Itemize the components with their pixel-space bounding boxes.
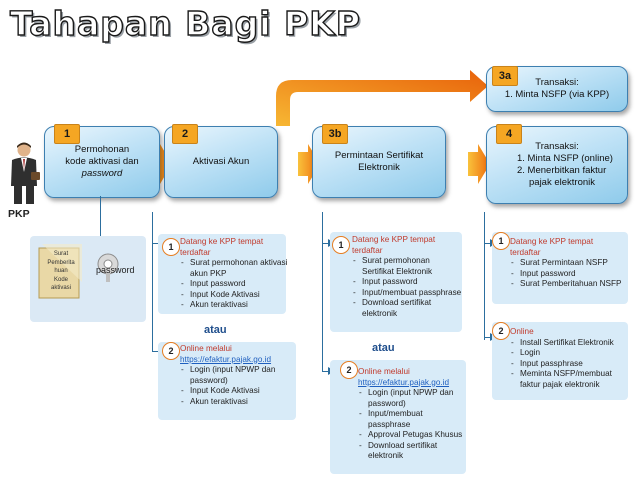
option-bullet: Login xyxy=(510,348,628,359)
step-4-line: Transaksi: xyxy=(535,141,579,152)
option-badge: 1 xyxy=(492,232,510,250)
option-bullet: Surat Pemberitahuan NSFP xyxy=(510,279,628,290)
arrow-3b-to-4 xyxy=(468,144,490,184)
connector-line xyxy=(322,371,330,372)
step-1-line: password xyxy=(81,168,123,179)
letter-line: Kode xyxy=(53,276,68,283)
atau-label: atau xyxy=(372,342,395,354)
step-2-line: Aktivasi Akun xyxy=(192,156,250,167)
step-3a-number: 3a xyxy=(492,66,518,86)
option-line: terdaftar xyxy=(352,245,383,255)
step-3b-option-1-text: Datang ke KPP tempat terdaftar Surat per… xyxy=(352,235,462,319)
option-bullet: Akun teraktivasi xyxy=(180,300,288,311)
option-bullet: Input/membuat passphrase xyxy=(352,288,462,299)
connector-line xyxy=(152,351,162,352)
step-3b-option-2-text: Online melalui https://efaktur.pajak.go.… xyxy=(358,367,466,462)
option-badge: 2 xyxy=(492,322,510,340)
option-line: Datang ke KPP tempat xyxy=(180,237,264,246)
letter-line: huan xyxy=(54,268,68,274)
option-bullet: Login (input NPWP dan password) xyxy=(180,365,296,386)
connector-line xyxy=(484,337,492,338)
connector-line xyxy=(152,243,162,244)
letter-line: Surat xyxy=(53,251,69,257)
step-4-line: 2. Menerbitkan faktur xyxy=(517,165,607,176)
letter-line: Pemberita xyxy=(47,259,75,266)
step-4-option-1-text: Datang ke KPP tempat terdaftar Surat Per… xyxy=(510,237,628,290)
option-line: Datang ke KPP tempat xyxy=(510,237,594,246)
step-3a-line: Transaksi: xyxy=(535,77,579,88)
option-bullet: Input/membuat passphrase xyxy=(358,409,466,430)
option-line: Online xyxy=(510,327,534,336)
arrow-2-to-3b xyxy=(298,144,320,184)
option-bullet: Input password xyxy=(352,277,462,288)
letter-line: aktivasi xyxy=(50,285,71,291)
option-bullet: Input password xyxy=(510,269,628,280)
connector-line xyxy=(484,243,492,244)
key-icon xyxy=(97,253,119,282)
businessman-icon xyxy=(11,142,40,204)
letter-text: Surat Pemberita huan Kode aktivasi xyxy=(44,250,78,293)
option-badge: 2 xyxy=(340,361,358,379)
step-2-number: 2 xyxy=(172,124,198,144)
step-2-option-2-text: Online melalui https://efaktur.pajak.go.… xyxy=(180,344,296,407)
option-line: Online melalui xyxy=(180,344,232,353)
option-line: Online melalui xyxy=(358,367,410,376)
step-4-line: pajak elektronik xyxy=(529,177,596,188)
option-bullet: Akun teraktivasi xyxy=(180,397,296,408)
option-bullet: Download sertifikat elektronik xyxy=(352,298,462,319)
password-label: password xyxy=(96,265,135,275)
atau-label: atau xyxy=(204,324,227,336)
step-1-line: Permohonan xyxy=(74,144,130,155)
envelope-icon xyxy=(38,244,82,299)
pkp-label: PKP xyxy=(8,208,30,220)
connector-line xyxy=(152,212,153,352)
option-bullet: Meminta NSFP/membuat faktur pajak elektr… xyxy=(510,369,628,390)
url-link[interactable]: https://efaktur.pajak.go.id xyxy=(180,354,272,364)
option-badge: 2 xyxy=(162,342,180,360)
option-bullet: Surat permohonan aktivasi akun PKP xyxy=(180,258,288,279)
step-1-line: kode aktivasi dan xyxy=(65,156,139,167)
option-bullet: Input Kode Aktivasi xyxy=(180,290,288,301)
page-title: Tahapan Bagi PKP xyxy=(9,3,361,43)
step-2-option-1-text: Datang ke KPP tempat terdaftar Surat per… xyxy=(180,237,288,311)
step-1-number: 1 xyxy=(54,124,80,144)
option-bullet: Input password xyxy=(180,279,288,290)
option-line: terdaftar xyxy=(510,247,541,257)
connector-line xyxy=(322,212,323,372)
step-4-option-2-text: Online Install Sertifikat Elektronik Log… xyxy=(510,327,628,390)
option-line: terdaftar xyxy=(180,247,211,257)
step-3b-number: 3b xyxy=(322,124,348,144)
option-line: Datang ke KPP tempat xyxy=(352,235,436,244)
step-1-box: Permohonan kode aktivasi dan password xyxy=(44,126,160,198)
option-bullet: Approval Petugas Khusus xyxy=(358,430,466,441)
arrow-to-3a xyxy=(276,70,488,126)
option-badge: 1 xyxy=(332,236,350,254)
step-3b-line: Permintaan Sertifikat xyxy=(334,150,424,161)
option-bullet: Input passphrase xyxy=(510,359,628,370)
connector-line xyxy=(322,243,330,244)
step-3b-line: Elektronik xyxy=(358,162,400,173)
option-badge: 1 xyxy=(162,238,180,256)
option-bullet: Surat permohonan Sertifikat Elektronik xyxy=(352,256,462,277)
option-bullet: Surat Permintaan NSFP xyxy=(510,258,628,269)
option-bullet: Login (input NPWP dan password) xyxy=(358,388,466,409)
connector-line xyxy=(484,212,485,340)
url-link[interactable]: https://efaktur.pajak.go.id xyxy=(358,377,450,387)
option-bullet: Install Sertifikat Elektronik xyxy=(510,338,628,349)
step-3a-line: 1. Minta NSFP (via KPP) xyxy=(504,89,610,100)
option-bullet: Input Kode Aktivasi xyxy=(180,386,296,397)
option-bullet: Download sertifikat elektronik xyxy=(358,441,466,462)
step-4-number: 4 xyxy=(496,124,522,144)
step-4-line: 1. Minta NSFP (online) xyxy=(517,153,613,164)
